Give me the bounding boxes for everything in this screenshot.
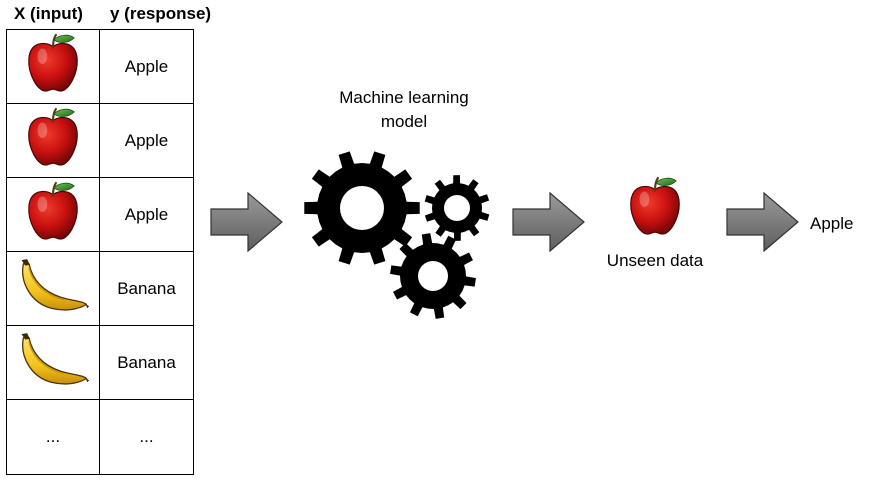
- arrow-to-model-icon: [210, 192, 283, 252]
- table-row: Apple: [6, 103, 194, 178]
- gear-shape: [390, 233, 476, 319]
- table-row: Banana: [6, 251, 194, 326]
- model-label: Machine learning model: [304, 86, 504, 134]
- banana-icon: [16, 332, 90, 388]
- arrow-to-unseen-icon: [512, 192, 585, 252]
- y-cell: Apple: [99, 29, 194, 104]
- x-cell: [6, 325, 100, 400]
- x-cell: [6, 103, 100, 178]
- unseen-data-label: Unseen data: [606, 251, 704, 270]
- table-row: Apple: [6, 177, 194, 252]
- gear-large-icon: [304, 151, 420, 265]
- x-cell: [6, 29, 100, 104]
- table-row: Apple: [6, 29, 194, 104]
- apple-icon: [24, 107, 82, 169]
- training-data-table: Apple Apple Apple Banana Banana ... ...: [6, 29, 194, 475]
- y-cell: Apple: [99, 103, 194, 178]
- apple-icon: [24, 181, 82, 243]
- unseen-apple-icon: [626, 176, 684, 238]
- gear-shape: [424, 175, 490, 241]
- x-cell: [6, 177, 100, 252]
- y-response-header: y (response): [110, 4, 212, 23]
- gear-small-icon: [424, 175, 490, 241]
- x-cell: ...: [6, 399, 100, 475]
- y-cell: Banana: [99, 251, 194, 326]
- x-cell: [6, 251, 100, 326]
- model-label-line1: Machine learning: [339, 88, 469, 107]
- prediction-label: Apple: [810, 214, 854, 233]
- x-input-header: X (input): [14, 4, 83, 23]
- y-cell: ...: [99, 399, 194, 475]
- model-label-line2: model: [380, 112, 428, 131]
- y-cell: Apple: [99, 177, 194, 252]
- gear-medium-icon: [390, 233, 476, 319]
- y-cell: Banana: [99, 325, 194, 400]
- gears-icon: [304, 151, 490, 319]
- table-row: ... ...: [6, 399, 194, 475]
- gear-shape: [304, 151, 420, 265]
- apple-icon: [24, 33, 82, 95]
- arrow-to-prediction-icon: [726, 192, 799, 252]
- banana-icon: [16, 258, 90, 314]
- table-row: Banana: [6, 325, 194, 400]
